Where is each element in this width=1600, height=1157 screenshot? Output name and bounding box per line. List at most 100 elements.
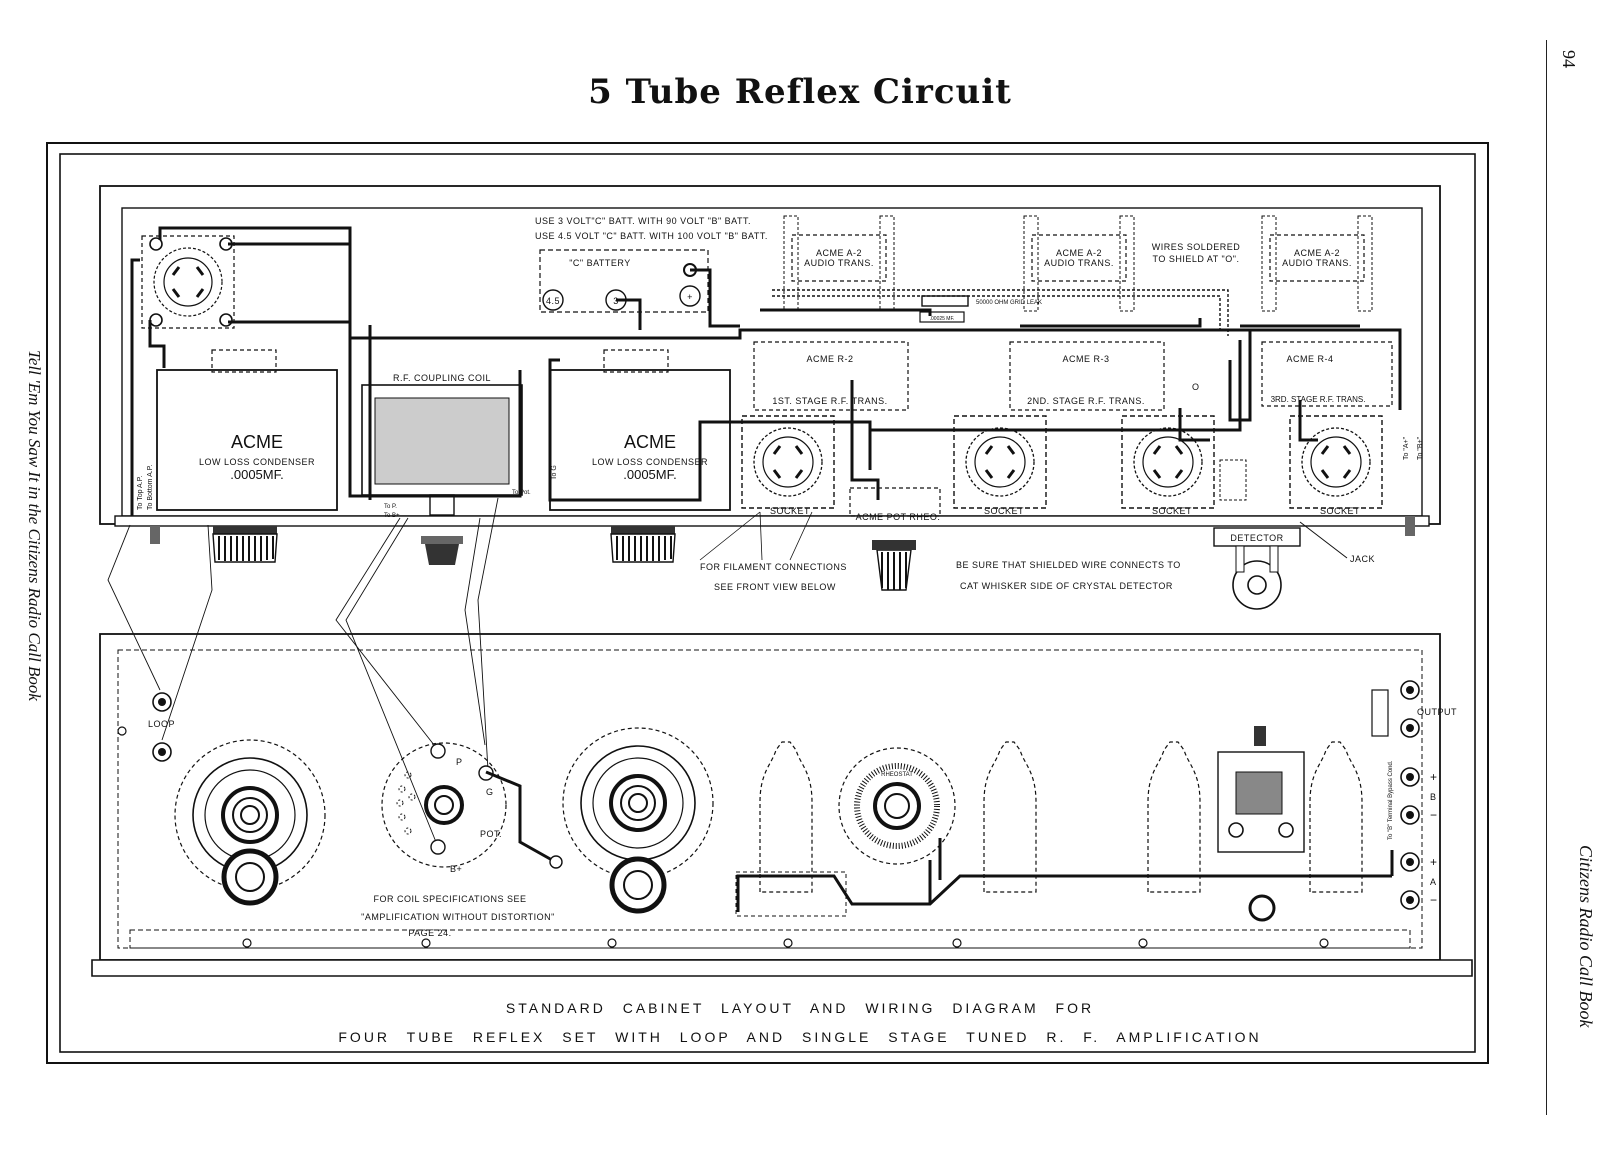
rf-transformer-1: ACME R-2 1ST. STAGE R.F. TRANS. (753, 341, 909, 411)
socket-4-label: SOCKET (1320, 506, 1360, 516)
panel-screws (117, 726, 1329, 948)
rf-trans-1-name: ACME R-2 (806, 354, 853, 364)
shielded-note-2: CAT WHISKER SIDE OF CRYSTAL DETECTOR (960, 581, 1173, 591)
dial-left (173, 738, 327, 906)
coil-bplus-label: B+ (450, 864, 462, 874)
audio-trans-2-type: AUDIO TRANS. (1044, 258, 1114, 268)
condenser-left: ACME LOW LOSS CONDENSER .0005MF. (156, 349, 338, 511)
battery-note-1: USE 3 VOLT"C" BATT. WITH 90 VOLT "B" BAT… (535, 216, 751, 226)
front-rheostat: RHEOSTAT (838, 747, 956, 865)
term-to-g: To G (551, 465, 558, 480)
audio-trans-3-name: ACME A-2 (1294, 248, 1340, 258)
pot-rheostat: ACME POT RHEO. (849, 487, 941, 591)
socket-4 (1288, 414, 1384, 510)
wires-soldered-2: TO SHIELD AT "O". (1153, 254, 1240, 264)
c-terminal-45: 4.5 (546, 296, 560, 306)
outer-frame (46, 142, 1489, 1064)
loop-jack-1 (152, 692, 172, 712)
term-to-p: To P. (384, 504, 397, 510)
coil-note-1: FOR COIL SPECIFICATIONS SEE (373, 894, 526, 904)
term-to-aplus: To "A+" (1403, 436, 1410, 460)
term-to-pot: To Pot. (512, 490, 531, 496)
c-battery: "C" BATTERY 4.5 3 + (539, 249, 709, 313)
filament-wiring (736, 838, 1394, 912)
condenser-right-brand: ACME (624, 432, 676, 452)
rheostat-text: RHEOSTAT (881, 772, 913, 778)
coil-p-label: P (456, 757, 463, 767)
a-label: A (1430, 877, 1436, 887)
left-margin-note: Tell 'Em You Saw It in the Citizens Radi… (25, 350, 44, 701)
term-to-bplus: To B+ (384, 513, 400, 519)
condenser-left-type: LOW LOSS CONDENSER (199, 457, 315, 467)
condenser-right: ACME LOW LOSS CONDENSER .0005MF. (549, 349, 731, 511)
c-terminal-plus: + (687, 292, 693, 302)
right-margin-note: Citizens Radio Call Book (1576, 845, 1596, 1028)
lead-wires (107, 497, 499, 843)
condenser-right-knob (610, 525, 676, 563)
rf-coupling-coil: R.F. COUPLING COIL (361, 373, 523, 565)
coil-mount (381, 742, 507, 868)
page-number: 94 (1559, 50, 1579, 68)
condenser-right-type: LOW LOSS CONDENSER (592, 457, 708, 467)
loop-label: LOOP (148, 719, 175, 729)
inner-frame (59, 153, 1476, 1053)
grid-cap-label: .00025 MF. (930, 316, 955, 322)
front-view-panel: LOOP P G POT. B+ FOR COIL SPECIFICATIONS… (91, 633, 1473, 977)
dial-right (561, 726, 715, 914)
rf-trans-1-stage: 1ST. STAGE R.F. TRANS. (772, 396, 887, 406)
audio-trans-1-type: AUDIO TRANS. (804, 258, 874, 268)
tube-2 (983, 741, 1037, 893)
a-plus-sign: + (1430, 855, 1437, 869)
wires-soldered-1: WIRES SOLDERED (1152, 242, 1241, 252)
rf-trans-3-stage: 3RD. STAGE R.F. TRANS. (1271, 395, 1366, 404)
terminal-note: To "B" Terminal Bypass Cond. (1388, 760, 1394, 840)
term-bottom-ap: To Bottom A.P. (147, 465, 154, 510)
loop-socket (141, 235, 235, 329)
socket-3-label: SOCKET (1152, 506, 1192, 516)
c-terminal-3: 3 (613, 296, 619, 306)
socket-1-label: SOCKET (770, 506, 810, 516)
pot-rheo-label: ACME POT RHEO. (856, 512, 941, 522)
rf-coil-label: R.F. COUPLING COIL (393, 373, 491, 383)
b-label: B (1430, 792, 1436, 802)
coil-g-label: G (486, 787, 494, 797)
term-to-bplus-right: To "B+" (1417, 436, 1424, 460)
a-minus-sign: − (1430, 893, 1437, 907)
coil-pot-label: POT. (480, 829, 502, 839)
coil-note-3: PAGE 24. (408, 928, 451, 938)
b-minus-sign: − (1430, 808, 1437, 822)
filament-note-1: FOR FILAMENT CONNECTIONS (700, 562, 847, 572)
tube-4 (1309, 741, 1363, 893)
socket-2-label: SOCKET (984, 506, 1024, 516)
caption-line-1: STANDARD CABINET LAYOUT AND WIRING DIAGR… (505, 1000, 1095, 1016)
b-plus-sign: + (1430, 770, 1437, 784)
audio-transformer-2: ACME A-2 AUDIO TRANS. (1023, 215, 1135, 312)
condenser-left-value: .0005MF. (230, 467, 283, 482)
loop-jack-2 (152, 742, 172, 762)
panel-detector (1217, 726, 1305, 922)
output-terminals (1371, 680, 1420, 910)
rf-trans-2-name: ACME R-3 (1062, 354, 1109, 364)
grid-leak-label: 50000 OHM GRID LEAK (976, 300, 1042, 306)
audio-trans-3-type: AUDIO TRANS. (1282, 258, 1352, 268)
crystal-detector: DETECTOR (1213, 459, 1301, 610)
jack-label: JACK (1350, 554, 1375, 564)
tube-3 (1147, 741, 1201, 893)
page-edge-rule (1546, 40, 1547, 1115)
tube-1 (759, 741, 813, 893)
page-title: 5 Tube Reflex Circuit (588, 72, 1012, 112)
condenser-right-value: .0005MF. (623, 467, 676, 482)
socket-1 (740, 414, 836, 510)
condenser-left-knob (212, 525, 278, 563)
rf-trans-2-stage: 2ND. STAGE R.F. TRANS. (1027, 396, 1145, 406)
filament-note-2: SEE FRONT VIEW BELOW (714, 582, 836, 592)
top-wiring (130, 226, 1402, 516)
rf-transformer-3: ACME R-4 3RD. STAGE R.F. TRANS. (1261, 341, 1393, 407)
output-label: OUTPUT (1417, 707, 1457, 717)
coil-note-2: "AMPLIFICATION WITHOUT DISTORTION" (361, 912, 555, 922)
shielded-note-1: BE SURE THAT SHIELDED WIRE CONNECTS TO (956, 560, 1181, 570)
detector-label: DETECTOR (1230, 533, 1283, 543)
caption-line-2: FOUR TUBE REFLEX SET WITH LOOP AND SINGL… (338, 1029, 1262, 1045)
rf-transformer-2: ACME R-3 2ND. STAGE R.F. TRANS. (1009, 341, 1165, 411)
